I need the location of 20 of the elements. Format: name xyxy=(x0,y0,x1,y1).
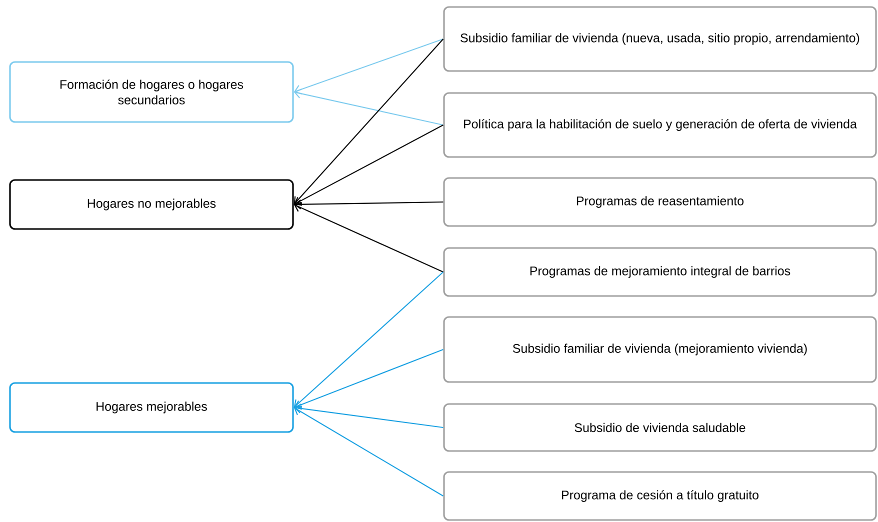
arrow xyxy=(294,124,444,206)
arrow xyxy=(294,38,444,204)
arrow xyxy=(294,348,444,410)
category-box: Formación de hogares o hogares secundarios xyxy=(9,61,294,123)
program-box: Subsidio de vivienda saludable xyxy=(443,403,877,452)
arrow xyxy=(294,202,444,272)
arrow xyxy=(294,38,444,94)
arrow xyxy=(294,406,444,496)
program-box: Programa de cesión a título gratuito xyxy=(443,471,877,521)
program-box: Política para la habilitación de suelo y generación de oferta de vivienda xyxy=(443,92,877,158)
program-box: Programas de reasentamiento xyxy=(443,177,877,227)
arrow xyxy=(294,403,444,428)
program-box: Subsidio familiar de vivienda (mejoramiento vivienda) xyxy=(443,316,877,383)
program-box: Subsidio familiar de vivienda (nueva, usada, sitio propio, arrendamiento) xyxy=(443,6,877,72)
category-box: Hogares no mejorables xyxy=(9,179,294,230)
arrow xyxy=(294,199,444,210)
category-box: Hogares mejorables xyxy=(9,382,294,433)
arrow xyxy=(294,88,444,126)
program-box: Programas de mejoramiento integral de barrios xyxy=(443,247,877,297)
arrow xyxy=(294,272,444,408)
